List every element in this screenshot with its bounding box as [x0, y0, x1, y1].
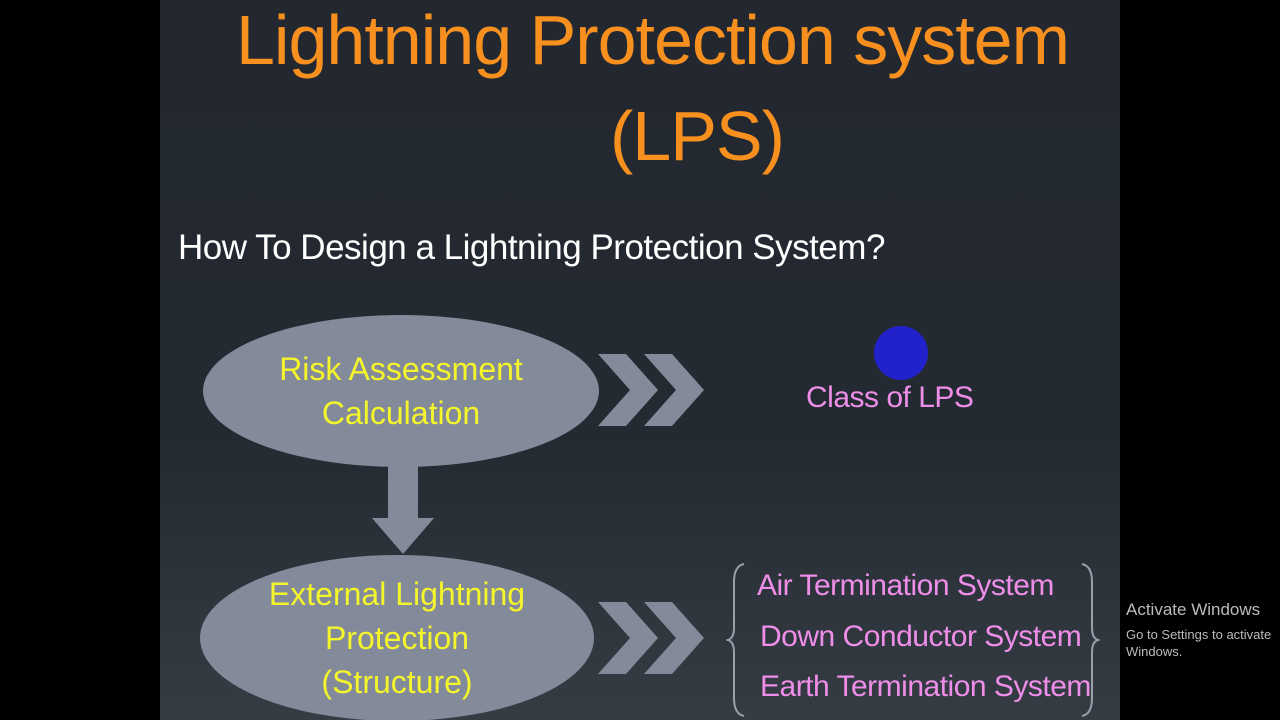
down-arrow-icon	[372, 466, 434, 554]
slide: Lightning Protection system (LPS) How To…	[160, 0, 1120, 720]
pointer-dot	[874, 326, 928, 380]
earth-termination-label: Earth Termination System	[760, 670, 1091, 703]
step1-line2: Calculation	[321, 395, 481, 431]
right-brace-icon	[1081, 563, 1100, 717]
activate-windows-hint: Go to Settings to activate Windows.	[1126, 627, 1272, 659]
external-lightning-protection-ellipse: External Lightning Protection (Structure…	[200, 555, 594, 720]
slide-title-abbrev: (LPS)	[610, 97, 785, 175]
class-of-lps-label: Class of LPS	[806, 381, 974, 414]
step2-line2: Protection	[324, 620, 470, 656]
step1-line1: Risk Assessment	[279, 351, 523, 387]
step2-line1: External Lightning	[268, 576, 526, 612]
double-chevron-icon	[598, 602, 704, 674]
slide-question: How To Design a Lightning Protection Sys…	[178, 228, 885, 267]
air-termination-label: Air Termination System	[757, 569, 1054, 602]
slide-title: Lightning Protection system	[236, 1, 1070, 79]
step2-line3: (Structure)	[321, 664, 473, 700]
risk-assessment-ellipse: Risk Assessment Calculation	[203, 315, 599, 467]
left-brace-icon	[726, 563, 745, 717]
activate-windows-watermark: Activate Windows	[1126, 600, 1261, 619]
double-chevron-icon	[598, 354, 704, 426]
down-conductor-label: Down Conductor System	[760, 620, 1082, 653]
